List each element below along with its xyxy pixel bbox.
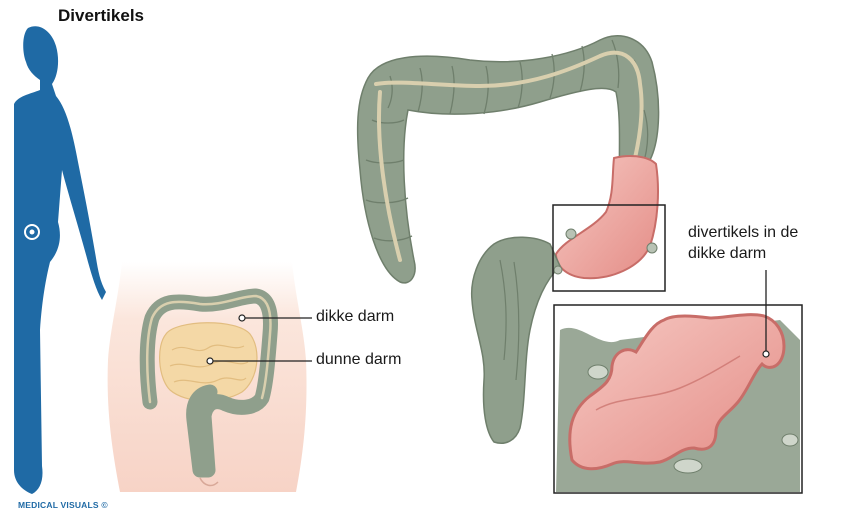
label-dikke-darm: dikke darm [316, 308, 394, 326]
label-divertikels-line1: divertikels in de [688, 224, 798, 241]
page-title: Divertikels [58, 6, 144, 26]
label-dunne-darm: dunne darm [316, 351, 401, 369]
label-divertikels: divertikels in de dikke darm [688, 222, 838, 264]
body-silhouette [14, 26, 106, 494]
label-divertikels-line2: dikke darm [688, 245, 766, 262]
credit-logo: MEDICAL VISUALS © [18, 500, 108, 510]
zoom-detail [554, 270, 802, 493]
torso-closeup [108, 262, 312, 492]
